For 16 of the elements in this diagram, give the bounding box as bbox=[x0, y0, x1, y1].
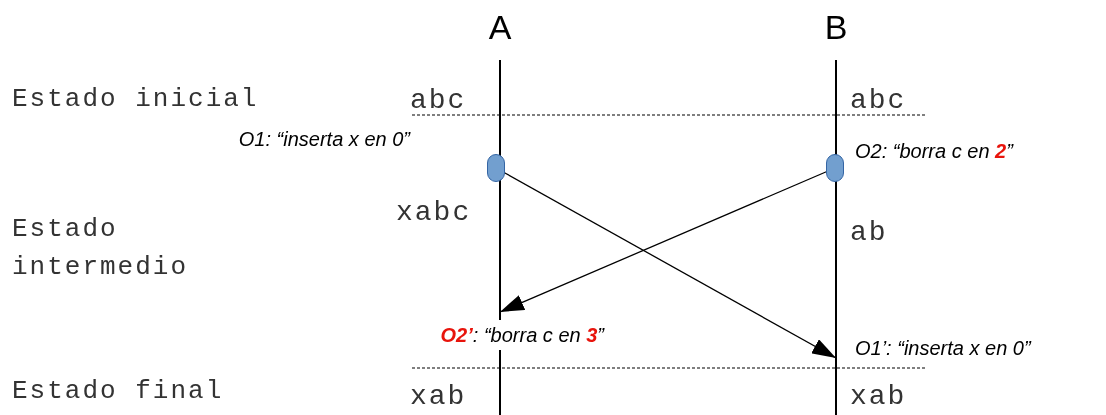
edge-label: O2’: “borra c en 3” bbox=[440, 320, 604, 350]
arrow bbox=[503, 172, 837, 359]
operation-label: O1: “inserta x en 0” bbox=[238, 127, 410, 152]
string-value: ab bbox=[850, 216, 888, 250]
arrow bbox=[499, 171, 827, 313]
string-value: abc bbox=[850, 84, 907, 118]
state-label: Estado inicial bbox=[12, 83, 260, 116]
state-label: Estado final bbox=[12, 375, 224, 408]
string-value: xab bbox=[850, 380, 907, 414]
lifeline-heading: B bbox=[824, 10, 848, 44]
string-value: xabc bbox=[396, 196, 472, 230]
state-label: Estado intermedio bbox=[12, 213, 190, 284]
lifeline-heading: A bbox=[488, 10, 512, 44]
operation-label: O2: “borra c en 2” bbox=[855, 139, 1013, 164]
string-value: xab bbox=[410, 380, 467, 414]
string-value: abc bbox=[410, 84, 467, 118]
